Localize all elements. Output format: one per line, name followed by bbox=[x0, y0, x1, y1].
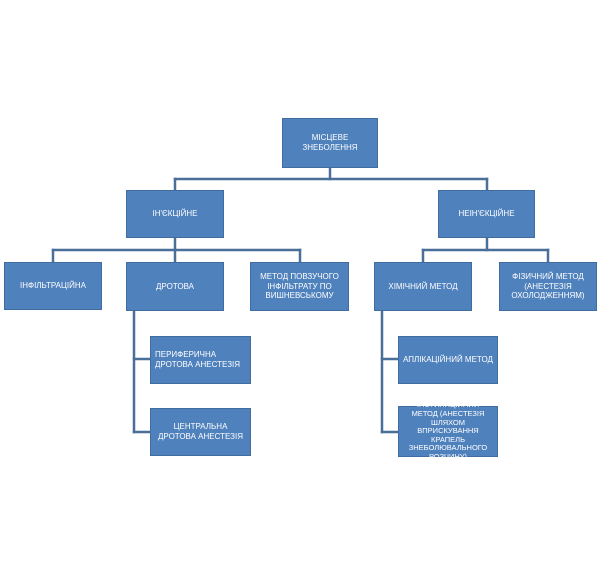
node-peripheral-conduction: ПЕРИФЕРИЧНА ДРОТОВА АНЕСТЕЗІЯ bbox=[150, 336, 251, 384]
node-non-injection: НЕІН'ЄКЦІЙНЕ bbox=[438, 190, 535, 238]
node-chemical-method: ХІМІЧНИЙ МЕТОД bbox=[374, 262, 472, 311]
node-vishnevsky-method: МЕТОД ПОВЗУЧОГО ІНФІЛЬТРАТУ ПО ВИШНЕВСЬК… bbox=[250, 262, 349, 311]
node-instillation-method: ІНСТИЛЯЦІЙНИЙ МЕТОД (АНЕСТЕЗІЯ ШЛЯХОМ ВП… bbox=[398, 401, 498, 461]
node-application-method: АПЛІКАЦІЙНИЙ МЕТОД bbox=[398, 336, 498, 384]
node-infiltration: ІНФІЛЬТРАЦІЙНА bbox=[4, 262, 102, 310]
node-conduction: ДРОТОВА bbox=[126, 262, 224, 311]
node-central-conduction: ЦЕНТРАЛЬНА ДРОТОВА АНЕСТЕЗІЯ bbox=[150, 408, 251, 456]
node-local-anesthesia: МІСЦЕВЕ ЗНЕБОЛЕННЯ bbox=[282, 118, 378, 168]
node-injection: ІН'ЄКЦІЙНЕ bbox=[126, 190, 224, 238]
node-physical-method: ФІЗИЧНИЙ МЕТОД (АНЕСТЕЗІЯ ОХОЛОДЖЕННЯМ) bbox=[499, 262, 597, 311]
